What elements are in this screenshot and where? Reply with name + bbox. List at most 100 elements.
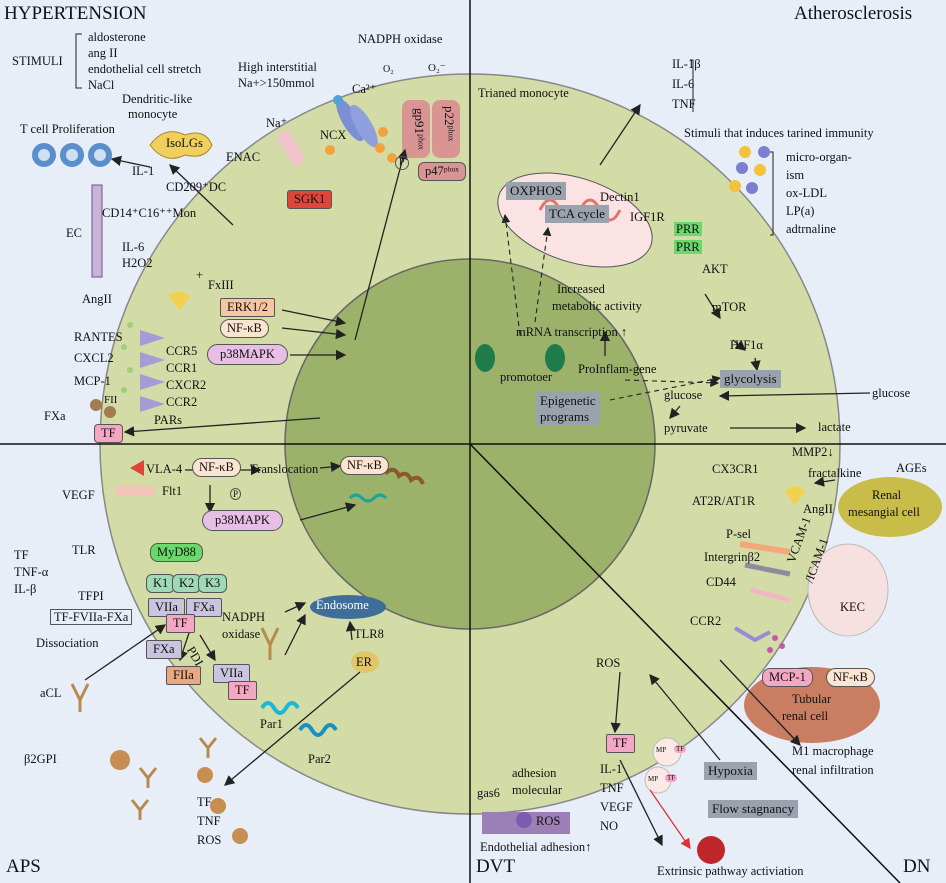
- il6-label: IL-6: [122, 240, 145, 254]
- stimulus-item: ang II: [88, 46, 118, 60]
- title-aps: APS: [6, 856, 41, 877]
- aps-cytokine-ilb: IL-β: [14, 582, 37, 596]
- mp-label-2: MP: [648, 775, 659, 783]
- b2gpi-label: β2GPI: [24, 752, 57, 766]
- aps-output-tnf: TNF: [197, 814, 221, 828]
- at2r-label: AT2R/AT1R: [692, 494, 756, 508]
- tca-box: TCA cycle: [545, 205, 609, 223]
- tf-box: TF: [94, 424, 123, 443]
- t-cell-icons: [32, 143, 112, 167]
- aps-tf-box: TF: [166, 614, 195, 633]
- dvt-output-no: NO: [600, 819, 619, 833]
- angii-receptor-icon: [168, 291, 190, 310]
- hypoxia-box: Hypoxia: [704, 762, 757, 780]
- tlr8-label: TLR8: [354, 627, 384, 641]
- prr-label-1: PRR: [674, 222, 702, 237]
- tubular-label-1: Tubular: [792, 692, 832, 706]
- dendritic-cell-icon: [149, 131, 213, 159]
- cxcr2-label: CXCR2: [166, 378, 207, 392]
- dvt-tf-box: TF: [606, 734, 635, 753]
- aps-output-tf: TF: [197, 795, 212, 809]
- vla4-icon: [130, 460, 144, 476]
- o2-label: O₂: [383, 64, 394, 75]
- p22-icon: [432, 100, 460, 158]
- rantes-label: RANTES: [74, 330, 123, 344]
- kec-label: KEC: [840, 600, 865, 614]
- chemokine-receptor-icons: [140, 330, 165, 412]
- increased-label-2: metabolic activity: [552, 299, 642, 313]
- thrombus-icon: [697, 836, 725, 864]
- fii-label: FII: [104, 394, 118, 406]
- flow-stagnancy-box: Flow stagnancy: [708, 800, 798, 818]
- p38-box: p38MAPK: [207, 344, 288, 365]
- tubular-label-2: renal cell: [782, 709, 829, 723]
- glucose-outer-label: glucose: [872, 386, 911, 400]
- nadph-oxidase-label: NADPH oxidase: [358, 32, 443, 46]
- igf1r-label: IGF1R: [630, 210, 665, 224]
- dissociation-label: Dissociation: [36, 636, 99, 650]
- ccr1-label: CCR1: [166, 361, 198, 375]
- par1-icon: [260, 701, 300, 715]
- erk-box: ERK1/2: [220, 298, 275, 317]
- na-level-label: Na+>150mmol: [238, 76, 315, 90]
- plus-sign: +: [196, 268, 204, 282]
- fractalkine-label: fractalkine: [808, 466, 862, 480]
- p22-label: p22ᵖʰᵒˣ: [442, 106, 457, 142]
- stimulus-item: micro-organ-: [786, 150, 852, 164]
- psel-label: P-sel: [726, 527, 751, 541]
- mcp1-label: MCP-1: [74, 374, 111, 388]
- pars-label: PARs: [154, 413, 183, 427]
- diagonal-divider: [469, 443, 901, 883]
- stimulus-item: NaCl: [88, 78, 115, 92]
- cd14-label: CD14⁺C16⁺⁺Mon: [102, 206, 197, 220]
- dn-angii-label: AngII: [803, 502, 833, 516]
- dn-ccr2-label: CCR2: [690, 614, 722, 628]
- trained-monocyte-label: Trianed monocyte: [478, 86, 569, 100]
- fxa-label: FXa: [44, 409, 66, 423]
- gp91-label: gp91ᵖʰᵒˣ: [412, 108, 427, 150]
- phospho-badge: P: [395, 156, 409, 170]
- mp-tf-label-1: TF: [674, 745, 687, 754]
- akt-label: AKT: [702, 262, 728, 276]
- cd209-label: CD209⁺DC: [166, 180, 227, 194]
- acl-label: aCL: [40, 686, 62, 700]
- ccr2-label: CCR2: [166, 395, 198, 409]
- sgk1-box: SGK1: [287, 190, 333, 209]
- integrin-label: Intergrinβ2: [704, 550, 761, 564]
- tfpi-label: TFPI: [78, 589, 104, 603]
- angii-label: AngII: [82, 292, 112, 306]
- dn-nfkb-box: NF-κB: [826, 668, 875, 687]
- epigenetic-line-1: Epigenetic: [540, 393, 596, 408]
- p47-box: p47ᵖʰᵒˣ: [418, 162, 466, 181]
- er-label: ER: [356, 655, 372, 669]
- title-dn: DN: [903, 856, 931, 877]
- aps-fxa-box: FXa: [186, 598, 222, 617]
- kec-icon: [807, 543, 889, 637]
- epigenetic-line-2: programs: [540, 408, 590, 424]
- endothelial-strip: [91, 184, 103, 278]
- increased-label-1: Increased: [557, 282, 605, 296]
- vla4-label: VLA-4: [146, 462, 183, 476]
- adhesion-label-1: adhesion: [512, 766, 557, 780]
- promoter-label: promotoer: [500, 370, 553, 384]
- extrinsic-pathway-label: Extrinsic pathway activiation: [657, 864, 804, 878]
- aps-fxa2-box: FXa: [146, 640, 182, 659]
- title-hypertension: HYPERTENSION: [4, 3, 147, 24]
- adhesion-label-2: molecular: [512, 783, 562, 797]
- aps-output-ros: ROS: [197, 833, 222, 847]
- aps-nfkb-box: NF-κB: [192, 458, 241, 477]
- enac-label: ENAC: [226, 150, 261, 164]
- dna-icons: [475, 344, 565, 372]
- mtor-label: mTOR: [712, 300, 747, 314]
- aps-phospho-badge: P: [230, 488, 242, 501]
- glycolysis-box: glycolysis: [720, 370, 781, 388]
- nadph-label-2: oxidase: [222, 627, 261, 641]
- stimuli-label: STIMULI: [12, 54, 63, 68]
- stimulus-item: ism: [786, 168, 805, 182]
- ncx-label: NCX: [320, 128, 347, 142]
- stimulus-item: adtrnaline: [786, 222, 836, 236]
- cxcl2-label: CXCL2: [74, 351, 114, 365]
- dectin-label: Dectin1: [600, 190, 640, 204]
- dvt-output-vegf: VEGF: [600, 800, 633, 814]
